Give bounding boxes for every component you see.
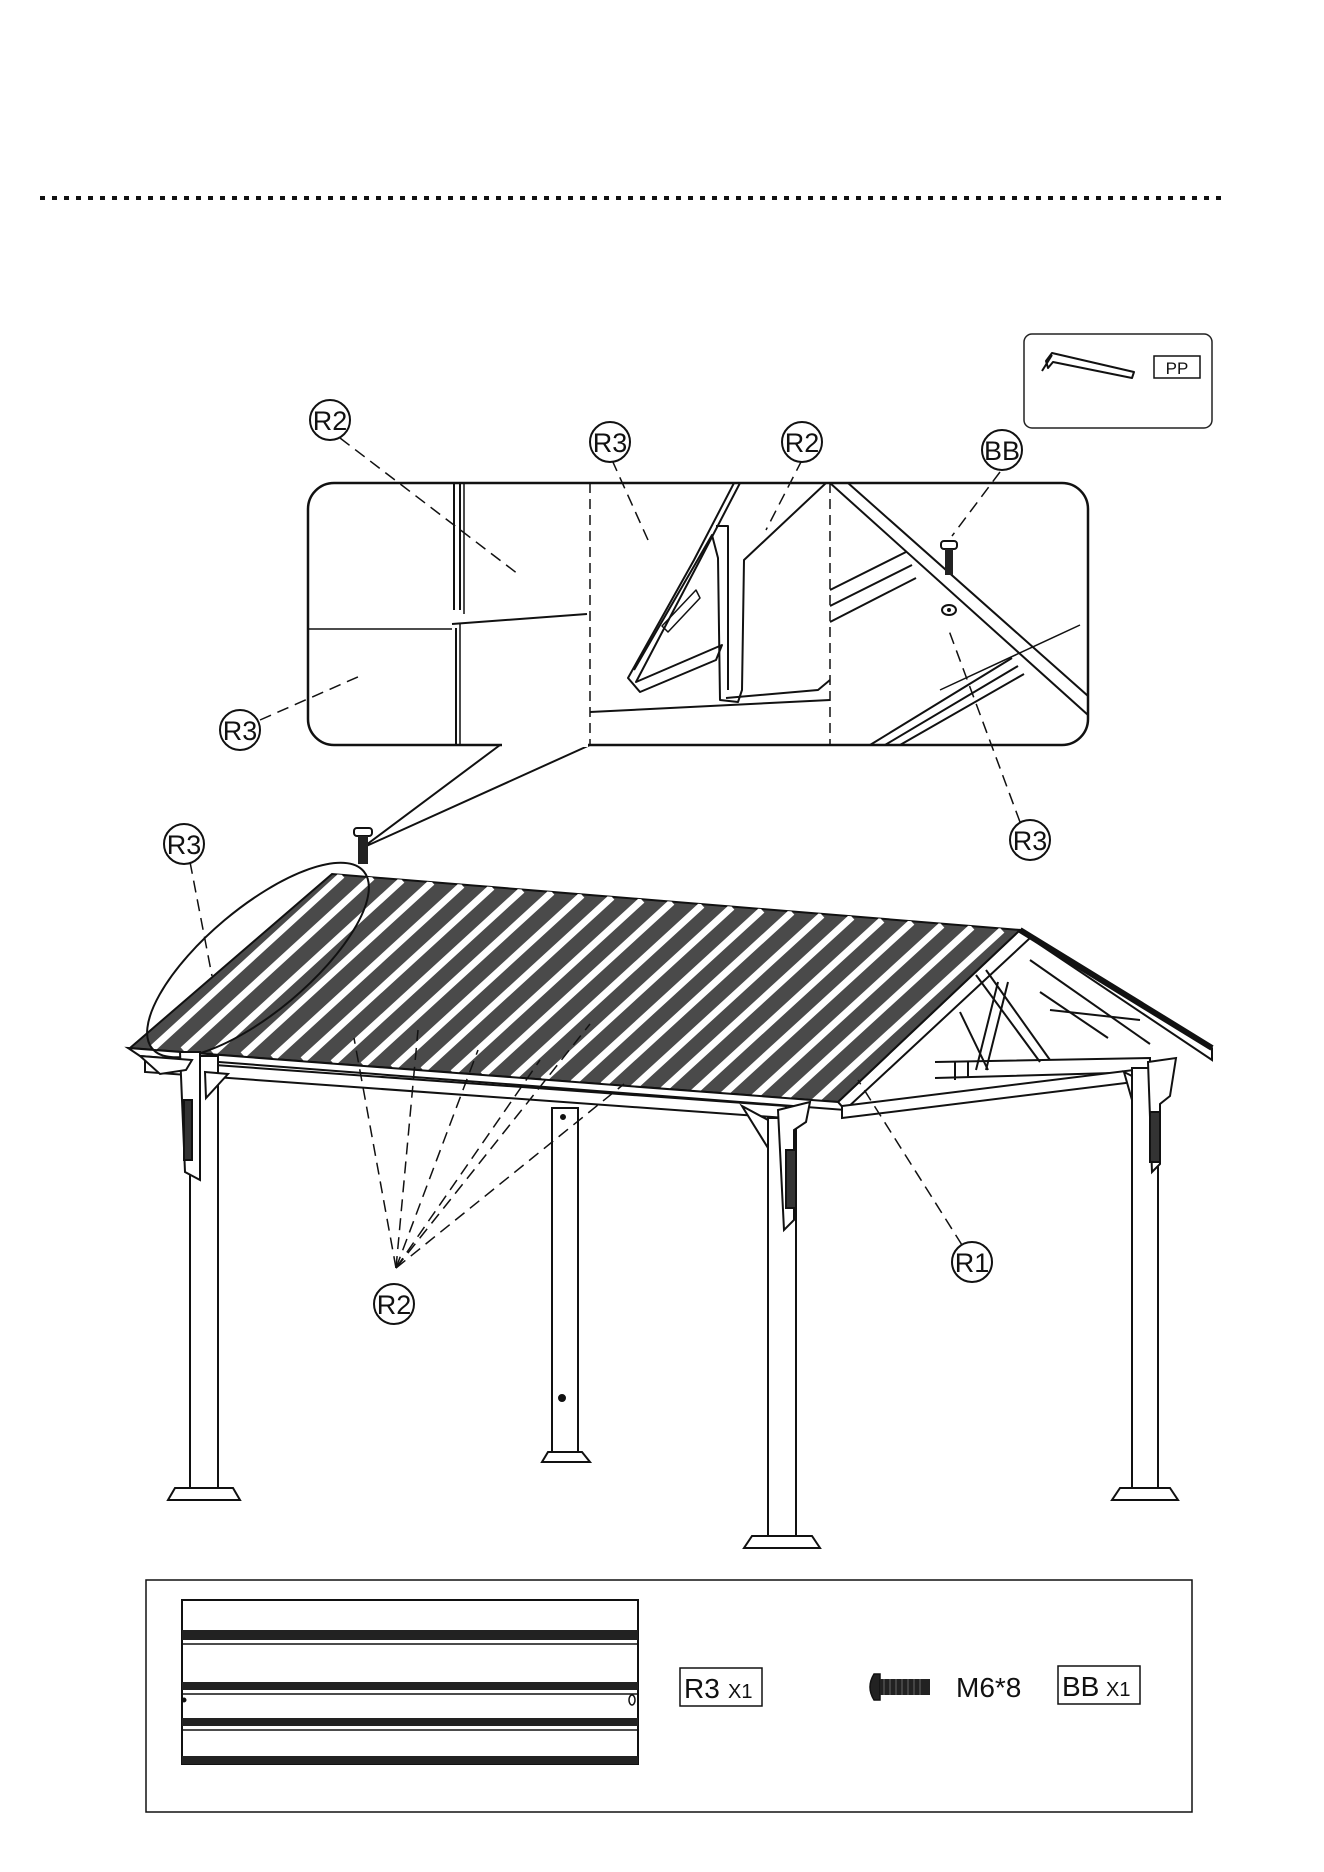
callout-beam: R1 — [952, 1242, 992, 1282]
callout-detail-top-left: R2 — [310, 400, 350, 440]
panel-code: R3 — [684, 1673, 720, 1704]
tool-label: PP — [1166, 359, 1189, 378]
svg-text:R2: R2 — [377, 1290, 412, 1320]
callout-detail-left: R3 — [220, 710, 260, 750]
tool-box: PP — [1024, 334, 1212, 428]
post-back-left — [542, 1108, 590, 1462]
callout-detail-right: R3 — [1010, 820, 1050, 860]
callout-roof-left: R3 — [164, 824, 204, 864]
post-front-left — [168, 1052, 240, 1500]
parts-box: R3 X1 M6*8 BB X1 — [146, 1580, 1192, 1812]
roof — [119, 828, 1212, 1110]
post-front-right — [742, 1102, 820, 1548]
roof-panel-drawing — [182, 1600, 638, 1764]
bolt-qty: X1 — [1106, 1679, 1130, 1701]
panel-qty: X1 — [728, 1681, 752, 1703]
callout-detail-mid-r2: R2 — [782, 422, 822, 462]
svg-text:R1: R1 — [955, 1248, 990, 1278]
callout-detail-mid-r3: R3 — [590, 422, 630, 462]
roof-bolt-icon — [354, 828, 372, 864]
callout-bottom-panels: R2 — [374, 1284, 414, 1324]
detail-panel — [308, 483, 1088, 848]
svg-text:R3: R3 — [593, 428, 628, 458]
frame — [140, 1052, 1178, 1548]
post-back-right — [1112, 1058, 1178, 1500]
svg-text:R2: R2 — [785, 428, 820, 458]
svg-text:R3: R3 — [1013, 826, 1048, 856]
callout-detail-bolt: BB — [982, 430, 1022, 470]
svg-text:BB: BB — [984, 436, 1020, 466]
svg-text:R2: R2 — [313, 406, 348, 436]
bolt-code: BB — [1062, 1671, 1099, 1702]
bolt-size: M6*8 — [956, 1672, 1021, 1703]
svg-text:R3: R3 — [223, 716, 258, 746]
svg-text:R3: R3 — [167, 830, 202, 860]
